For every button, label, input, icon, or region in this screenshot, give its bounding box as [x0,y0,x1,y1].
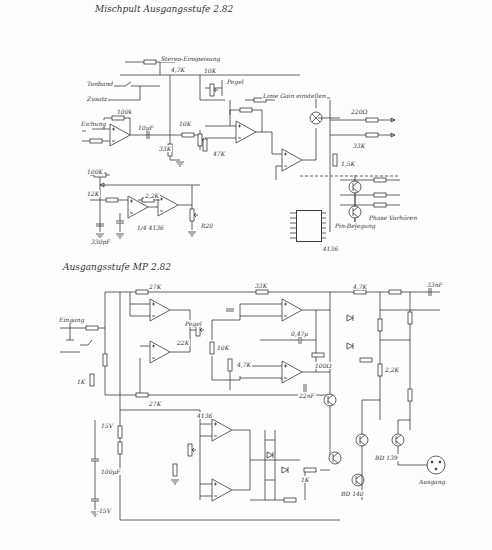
component-label: 15V [100,422,114,429]
component-label: R20 [200,222,214,229]
component-label: 33nF [426,281,444,288]
component-label: 47K [212,150,226,157]
component-label: 100K [86,168,104,175]
component-label: Phase Vorhören [368,214,418,221]
component-label: Pegel [184,320,203,327]
section-heading: Ausgangsstufe MP 2.82 [62,262,172,273]
ic-package [296,210,322,242]
component-label: 33K [254,282,268,289]
component-label: 1K [300,476,310,483]
component-label: Pin-Belegung [334,222,377,229]
component-label: 330pF [90,238,111,245]
mixer-output-stage [82,60,400,238]
component-label: 1K [76,378,86,385]
component-label: 1,5K [340,160,356,167]
component-label: 10K [178,120,192,127]
component-label: 33K [352,142,366,149]
component-label: 4136 [196,412,213,419]
component-label: 100µF [100,468,122,475]
ic-type: 4136 [323,245,338,252]
component-label: 100Ω [314,362,332,369]
output-stage-mp [60,288,445,520]
component-label: Stereo-Einspeisung [160,55,221,62]
component-label: 4,7K [352,283,368,290]
component-label: 27K [148,283,162,290]
component-label: 27K [148,400,162,407]
component-label: 0,47µ [290,330,309,337]
component-label: 1/4 4136 [136,224,165,231]
component-label: 4,7K [236,361,252,368]
component-label: 100k [116,108,133,115]
component-label: 33K [158,145,172,152]
component-label: 10K [216,344,230,351]
component-label: 220Ω [350,108,368,115]
component-label: Eichung [80,120,107,127]
component-label: 22nF [298,392,316,399]
component-label: Zusatz [86,95,108,102]
component-label: BD 139 [374,454,399,461]
ic-pinout: 4136 [296,210,322,252]
component-label: 22K [176,339,190,346]
title: Mischpult Ausgangsstufe 2.82 [95,4,233,14]
component-label: 12K [86,190,100,197]
component-label: Linie Gain einstellen [262,92,327,99]
component-label: Pegel [226,78,245,85]
component-label: Tonband [86,80,114,87]
component-label: BD 140 [340,490,365,497]
component-label: 2,2K [384,366,400,373]
component-label: 10K [203,67,217,74]
component-label: 10µF [137,124,155,131]
component-label: Ausgang [418,478,446,485]
component-label: 2,2K [144,192,160,199]
component-label: Eingang [58,316,85,323]
component-label: 4,7K [170,66,186,73]
component-label: -15V [96,507,112,514]
